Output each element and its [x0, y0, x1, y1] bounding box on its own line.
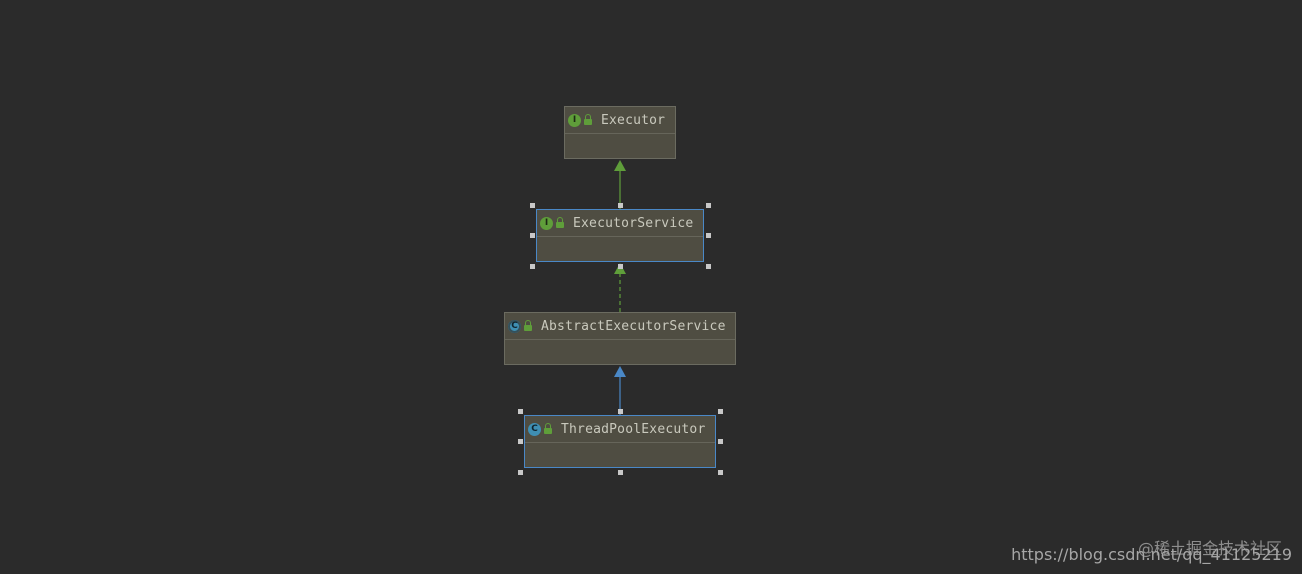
- node-header: I ExecutorService: [537, 210, 703, 237]
- node-executor[interactable]: I Executor: [564, 106, 676, 159]
- node-body: [505, 340, 735, 364]
- watermark: https://blog.csdn.net/qq_41125219 @稀土掘金技…: [1011, 539, 1292, 564]
- selection-handle[interactable]: [518, 470, 523, 475]
- selection-handle[interactable]: [518, 409, 523, 414]
- selection-handle[interactable]: [530, 264, 535, 269]
- selection-handle[interactable]: [618, 470, 623, 475]
- public-lock-icon: [543, 423, 553, 435]
- class-badge-icon: C: [528, 422, 541, 436]
- selection-handle[interactable]: [706, 233, 711, 238]
- node-header: C ThreadPoolExecutor: [525, 416, 715, 443]
- selection-handle[interactable]: [530, 233, 535, 238]
- node-label: AbstractExecutorService: [541, 318, 726, 334]
- public-lock-icon: [555, 217, 565, 229]
- selection-handle[interactable]: [618, 264, 623, 269]
- watermark-url: https://blog.csdn.net/qq_41125219: [1011, 545, 1292, 564]
- abstract-class-badge-icon: C: [508, 319, 521, 333]
- edge-arrowhead-abstract-executor-service: [614, 366, 626, 377]
- watermark-overlay: @稀土掘金技术社区: [1137, 539, 1282, 558]
- interface-badge-icon: I: [568, 113, 581, 127]
- selection-handle[interactable]: [706, 203, 711, 208]
- node-body: [537, 237, 703, 261]
- selection-handle[interactable]: [518, 439, 523, 444]
- selection-handle[interactable]: [706, 264, 711, 269]
- node-thread-pool-executor[interactable]: C ThreadPoolExecutor: [524, 415, 716, 468]
- interface-badge-icon: I: [540, 216, 553, 230]
- node-header: I Executor: [565, 107, 675, 134]
- selection-handle[interactable]: [530, 203, 535, 208]
- node-body: [525, 443, 715, 467]
- node-label: ThreadPoolExecutor: [561, 421, 706, 437]
- public-lock-icon: [583, 114, 593, 126]
- selection-handle[interactable]: [718, 409, 723, 414]
- selection-handle[interactable]: [618, 203, 623, 208]
- selection-handle[interactable]: [718, 439, 723, 444]
- selection-handle[interactable]: [618, 409, 623, 414]
- edge-arrowhead-executor: [614, 160, 626, 171]
- public-lock-icon: [523, 320, 533, 332]
- node-label: ExecutorService: [573, 215, 694, 231]
- node-abstract-executor-service[interactable]: C AbstractExecutorService: [504, 312, 736, 365]
- selection-handle[interactable]: [718, 470, 723, 475]
- node-label: Executor: [601, 112, 666, 128]
- node-executor-service[interactable]: I ExecutorService: [536, 209, 704, 262]
- node-body: [565, 134, 675, 158]
- node-header: C AbstractExecutorService: [505, 313, 735, 340]
